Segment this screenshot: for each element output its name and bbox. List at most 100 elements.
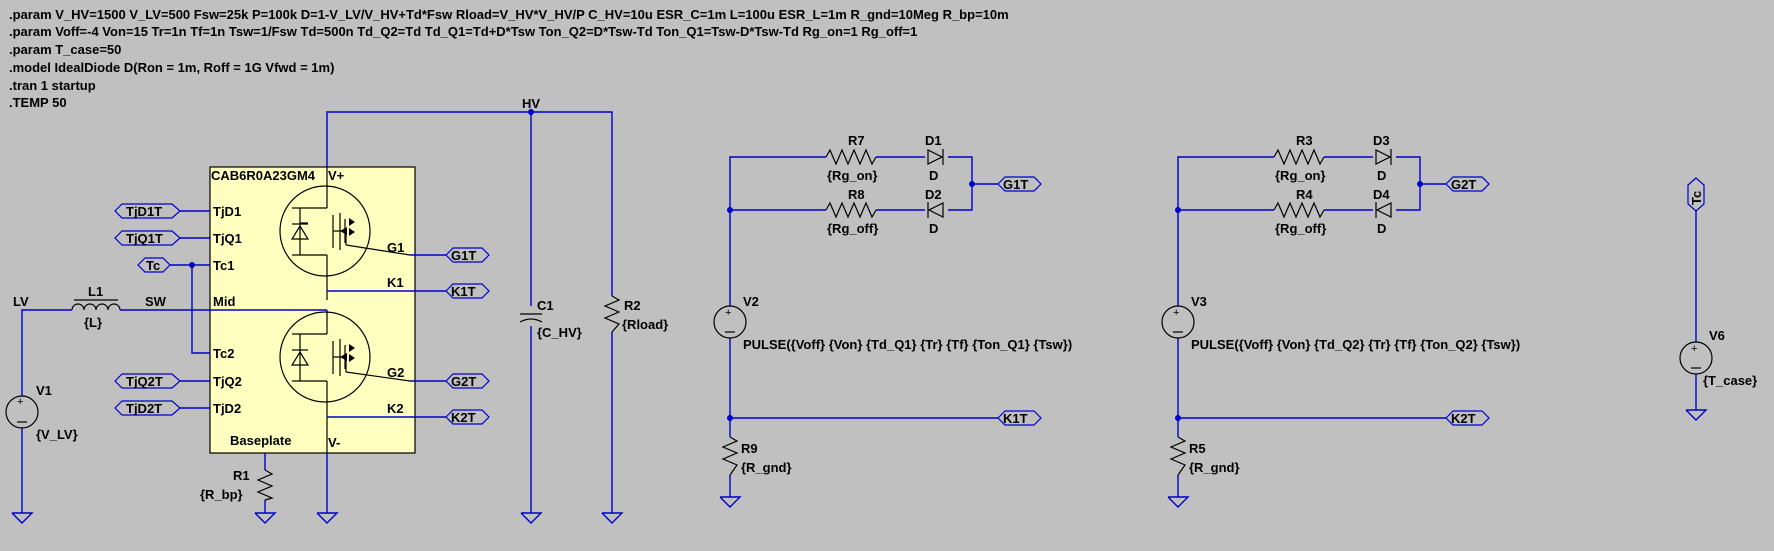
pin-baseplate-label: Baseplate xyxy=(230,433,291,448)
port-k2t-b-label: K2T xyxy=(1451,411,1476,426)
junction-dot xyxy=(1417,181,1423,187)
pin-g2-label: G2 xyxy=(387,365,404,380)
pin-tjq1-label: TjQ1 xyxy=(213,231,242,246)
v1-value: {V_LV} xyxy=(36,427,78,442)
port-g1t-b-label: G1T xyxy=(1003,177,1028,192)
diode-d3[interactable]: D3 D xyxy=(1373,133,1392,183)
d1-name: D1 xyxy=(925,133,942,148)
diode-d4[interactable]: D4 D xyxy=(1373,187,1392,236)
module-ports-left: TjD1T TjQ1T Tc TjQ2T TjD2T xyxy=(114,203,181,416)
net-sw-label: SW xyxy=(145,294,167,309)
d2-value: D xyxy=(929,221,938,236)
pin-vplus-label: V+ xyxy=(328,168,345,183)
junction-dot xyxy=(189,262,195,268)
net-lv-label: LV xyxy=(13,294,29,309)
resistor-r7[interactable]: R7 {Rg_on} xyxy=(825,133,878,183)
wire-gd2-top[interactable] xyxy=(1177,156,1274,306)
r2-value: {Rload} xyxy=(622,317,668,332)
v6-name: V6 xyxy=(1709,328,1725,343)
port-tjq1t[interactable] xyxy=(114,230,181,246)
wire-lv[interactable] xyxy=(21,309,72,396)
pin-mid-label: Mid xyxy=(213,294,235,309)
pin-tjq2-label: TjQ2 xyxy=(213,374,242,389)
v2-name: V2 xyxy=(743,294,759,309)
port-tc-label: Tc xyxy=(146,258,160,273)
diode-d2[interactable]: D2 D xyxy=(925,187,944,236)
junction-dot xyxy=(969,181,975,187)
directive-param-2[interactable]: .param Voff=-4 Von=15 Tr=1n Tf=1n Tsw=1/… xyxy=(9,24,917,39)
port-tjq2t[interactable] xyxy=(114,373,181,389)
port-tjq2t-label: TjQ2T xyxy=(126,374,163,389)
d3-name: D3 xyxy=(1373,133,1390,148)
d4-value: D xyxy=(1377,221,1386,236)
ground-icon xyxy=(254,512,277,524)
inductor-l1[interactable]: L1 {L} xyxy=(71,284,121,330)
port-k2t-b[interactable] xyxy=(1445,410,1490,426)
wire-hv-rail[interactable] xyxy=(326,111,613,296)
port-k1t-a[interactable] xyxy=(445,283,490,299)
v3-name: V3 xyxy=(1191,294,1207,309)
port-tc[interactable] xyxy=(137,257,171,273)
r9-value: {R_gnd} xyxy=(741,460,792,475)
d3-value: D xyxy=(1377,168,1386,183)
pin-tc2-label: Tc2 xyxy=(213,346,234,361)
voltage-source-v1[interactable]: + V1 {V_LV} xyxy=(5,383,78,442)
port-g1t-b[interactable] xyxy=(997,176,1042,192)
diode-d1[interactable]: D1 D xyxy=(925,133,944,183)
port-tjd1t[interactable] xyxy=(114,203,181,219)
case-temperature-source: Tc + V6 {T_case} xyxy=(1679,177,1757,421)
voltage-source-v3[interactable]: + V3 PULSE({Voff} {Von} {Td_Q2} {Tr} {Tf… xyxy=(1161,294,1520,352)
wire-d1-d2[interactable] xyxy=(948,156,973,211)
resistor-r3[interactable]: R3 {Rg_on} xyxy=(1273,133,1326,183)
d1-value: D xyxy=(929,168,938,183)
wire-d3-d4[interactable] xyxy=(1396,156,1421,211)
upper-mosfet-icon xyxy=(279,167,411,300)
pin-g1-label: G1 xyxy=(387,240,404,255)
port-g1t-a-label: G1T xyxy=(451,248,476,263)
r8-value: {Rg_off} xyxy=(827,221,878,236)
port-g2t-b[interactable] xyxy=(1445,176,1490,192)
directive-param-1[interactable]: .param V_HV=1500 V_LV=500 Fsw=25k P=100k… xyxy=(9,7,1009,22)
resistor-r5[interactable]: R5 {R_gnd} xyxy=(1169,436,1240,476)
pin-k1-label: K1 xyxy=(387,275,404,290)
directive-param-3[interactable]: .param T_case=50 xyxy=(9,42,121,57)
svg-text:+: + xyxy=(1173,307,1179,319)
net-hv-label: HV xyxy=(522,96,540,111)
port-g1t-a[interactable] xyxy=(445,247,490,263)
port-k2t-a[interactable] xyxy=(445,409,490,425)
resistor-r1[interactable]: R1 {R_bp} xyxy=(200,468,274,502)
port-g2t-a[interactable] xyxy=(445,373,490,389)
port-k1t-b[interactable] xyxy=(997,410,1042,426)
directive-model[interactable]: .model IdealDiode D(Ron = 1m, Roff = 1G … xyxy=(9,60,334,75)
svg-text:+: + xyxy=(1691,343,1697,355)
r3-value: {Rg_on} xyxy=(1275,168,1326,183)
port-g2t-a-label: G2T xyxy=(451,374,476,389)
c1-value: {C_HV} xyxy=(537,325,582,340)
ground-icon xyxy=(11,512,34,524)
port-tjd2t-label: TjD2T xyxy=(126,401,162,416)
voltage-source-v6[interactable]: + V6 {T_case} xyxy=(1679,328,1757,388)
r4-value: {Rg_off} xyxy=(1275,221,1326,236)
capacitor-c1[interactable]: C1 {C_HV} xyxy=(519,298,582,340)
resistor-r8[interactable]: R8 {Rg_off} xyxy=(825,187,878,236)
r4-name: R4 xyxy=(1296,187,1313,202)
ground-icon xyxy=(520,512,543,524)
wire-tc1-tc2[interactable] xyxy=(191,265,210,354)
l1-name: L1 xyxy=(88,284,103,299)
directive-temp[interactable]: .TEMP 50 xyxy=(9,95,67,110)
port-tjd2t[interactable] xyxy=(114,400,181,416)
pin-k2-label: K2 xyxy=(387,401,404,416)
resistor-r4[interactable]: R4 {Rg_off} xyxy=(1273,187,1326,236)
directive-tran[interactable]: .tran 1 startup xyxy=(9,78,96,93)
r2-name: R2 xyxy=(624,298,641,313)
voltage-source-v2[interactable]: + V2 PULSE({Voff} {Von} {Td_Q1} {Tr} {Tf… xyxy=(713,294,1072,352)
wire-gd1-top[interactable] xyxy=(729,156,826,306)
r5-value: {R_gnd} xyxy=(1189,460,1240,475)
pin-tjd1-label: TjD1 xyxy=(213,204,241,219)
resistor-r9[interactable]: R9 {R_gnd} xyxy=(721,436,792,476)
c1-name: C1 xyxy=(537,298,554,313)
ground-icon xyxy=(719,496,742,508)
module-ports-right: G1T K1T G2T K2T xyxy=(445,247,490,425)
resistor-r2[interactable]: R2 {Rload} xyxy=(603,295,668,333)
